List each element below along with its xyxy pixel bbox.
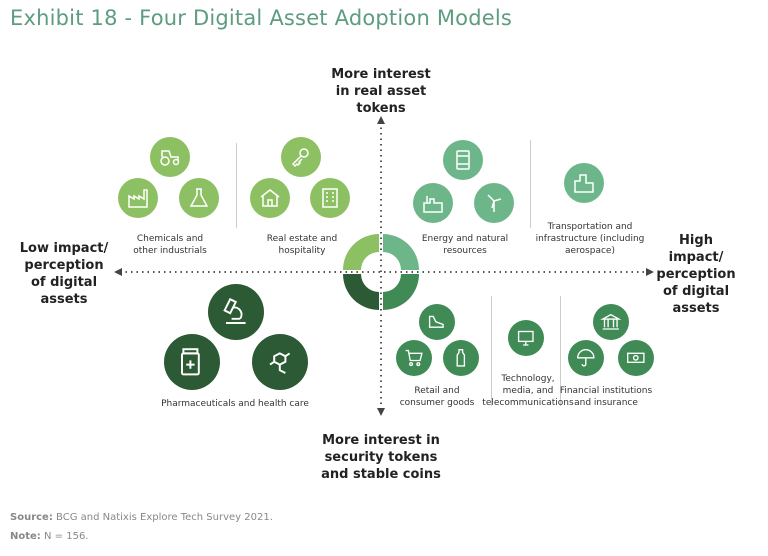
source-note: Source: BCG and Natixis Explore Tech Sur… bbox=[10, 512, 273, 523]
center-ring bbox=[343, 234, 419, 310]
cart-icon bbox=[396, 340, 432, 376]
money-icon bbox=[618, 340, 654, 376]
key-icon bbox=[281, 137, 321, 177]
house-icon bbox=[250, 178, 290, 218]
arrow-up-icon bbox=[377, 116, 385, 124]
arrow-left-icon bbox=[114, 268, 122, 276]
factory-icon bbox=[118, 178, 158, 218]
molecule-icon bbox=[252, 334, 308, 390]
divider bbox=[491, 296, 492, 406]
umbrella-icon bbox=[568, 340, 604, 376]
bank-icon bbox=[593, 304, 629, 340]
arrow-down-icon bbox=[377, 408, 385, 416]
sample-note: Note: N = 156. bbox=[10, 531, 89, 542]
city-icon bbox=[564, 163, 604, 203]
divider bbox=[530, 140, 531, 228]
flask-icon bbox=[179, 178, 219, 218]
divider bbox=[560, 296, 561, 406]
pill-bottle-icon bbox=[164, 334, 220, 390]
divider bbox=[236, 143, 237, 228]
devices-icon bbox=[508, 320, 544, 356]
oil-barrel-icon bbox=[443, 140, 483, 180]
wind-turbine-icon bbox=[474, 183, 514, 223]
page-title: Exhibit 18 - Four Digital Asset Adoption… bbox=[10, 6, 513, 30]
shoe-icon bbox=[419, 304, 455, 340]
tractor-icon bbox=[150, 137, 190, 177]
arrow-right-icon bbox=[646, 268, 654, 276]
group-label-pharma: Pharmaceuticals and health care bbox=[161, 399, 309, 409]
building-icon bbox=[310, 178, 350, 218]
microscope-icon bbox=[208, 284, 264, 340]
bottle-icon bbox=[443, 340, 479, 376]
power-plant-icon bbox=[413, 183, 453, 223]
